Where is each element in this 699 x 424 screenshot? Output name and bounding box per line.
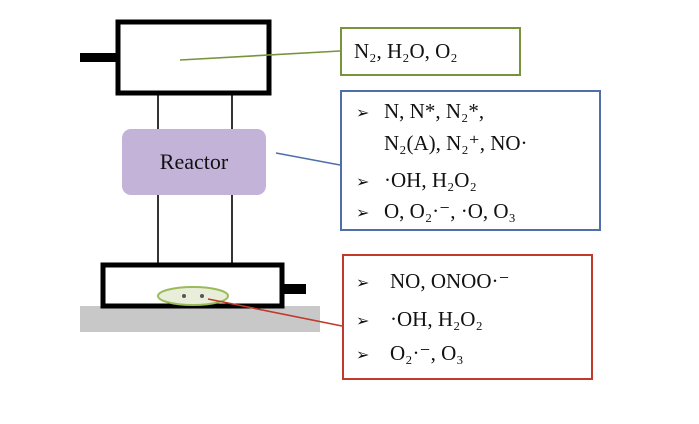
plasma-item-2-text: ·OH, H₂O₂ xyxy=(384,168,477,192)
bullet-icon: ➢ xyxy=(356,273,370,292)
top-electrode xyxy=(115,19,272,96)
reactor-label: Reactor xyxy=(159,149,229,174)
bullet-icon: ➢ xyxy=(356,172,370,191)
bullet-icon: ➢ xyxy=(356,345,370,364)
bottom-dish-connector xyxy=(280,284,306,294)
plasma-item-2: ➢ ·OH, H₂O₂ xyxy=(356,170,477,191)
drop-dot-left xyxy=(182,294,186,298)
plasma-callout-line xyxy=(275,152,341,166)
gas-species-text: N₂, H₂O, O₂ xyxy=(354,39,458,63)
liquid-species-box xyxy=(342,254,593,380)
bullet-icon: ➢ xyxy=(356,311,370,330)
bullet-icon: ➢ xyxy=(356,203,370,222)
plasma-item-1-text: N, N*, N₂*, xyxy=(384,99,485,123)
bullet-icon: ➢ xyxy=(356,103,370,122)
gas-species-box xyxy=(340,27,521,76)
ground-surface xyxy=(80,306,320,332)
plasma-item-1-continued: N₂(A), N₂⁺, NO· xyxy=(384,131,528,155)
plasma-item-3: ➢ O, O₂·⁻, ·O, O₃ xyxy=(356,201,516,222)
liquid-item-1: ➢ NO, ONOO·⁻ xyxy=(356,271,510,292)
top-electrode-connector xyxy=(80,53,120,62)
liquid-item-1-text: NO, ONOO·⁻ xyxy=(390,269,510,293)
gas-callout-line xyxy=(179,50,341,61)
liquid-item-2: ➢ ·OH, H₂O₂ xyxy=(356,309,483,330)
reactor-body xyxy=(122,129,266,195)
drop-dot-right xyxy=(200,294,204,298)
plasma-item-1: ➢ N, N*, N₂*, xyxy=(356,101,484,122)
plasma-species-box xyxy=(340,90,601,231)
plasma-item-3-text: O, O₂·⁻, ·O, O₃ xyxy=(384,199,516,223)
liquid-item-3: ➢ O₂·⁻, O₃ xyxy=(356,343,464,364)
liquid-drop xyxy=(157,286,229,306)
liquid-item-3-text: O₂·⁻, O₃ xyxy=(390,341,464,365)
liquid-item-2-text: ·OH, H₂O₂ xyxy=(390,307,483,331)
liquid-callout-line xyxy=(207,298,343,327)
